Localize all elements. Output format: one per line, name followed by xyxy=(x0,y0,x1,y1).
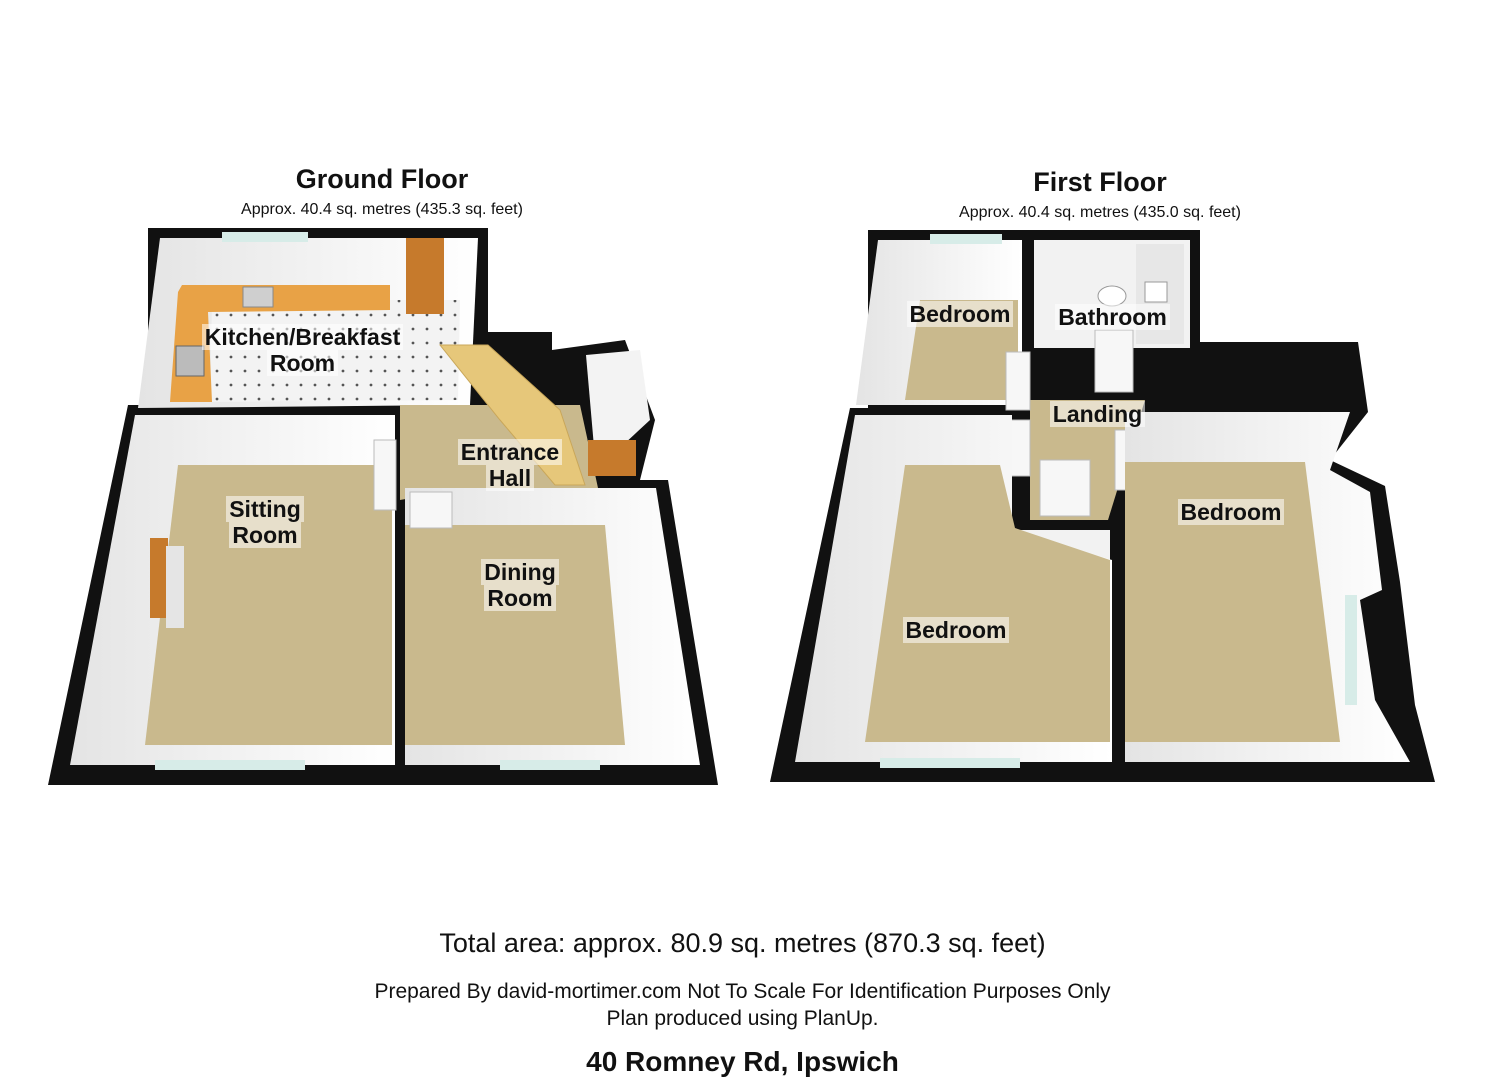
ground-floor-title: Ground Floor xyxy=(295,164,469,194)
sitting-room-window xyxy=(155,760,305,770)
dining-room-window xyxy=(500,760,600,770)
sitting-room-label: Sitting Room xyxy=(200,496,330,548)
dining-room-label: Dining Room xyxy=(455,559,585,611)
small-bedroom-label: Bedroom xyxy=(895,301,1025,327)
dining-room-label-line1: Dining xyxy=(481,559,559,585)
bathroom-label-text: Bathroom xyxy=(1055,304,1170,330)
ground-floor-plan xyxy=(48,228,718,785)
kitchen-label-line2: Room xyxy=(266,350,339,376)
prepared-by: Prepared By david-mortimer.com Not To Sc… xyxy=(374,980,1111,1003)
kitchen-window xyxy=(222,232,308,242)
entrance-hall-label: Entrance Hall xyxy=(440,439,580,491)
entrance-hall-label-line1: Entrance xyxy=(457,439,563,465)
first-floor-title: First Floor xyxy=(1033,167,1167,197)
front-door xyxy=(588,440,636,476)
landing-door-1 xyxy=(1005,351,1031,411)
kitchen-label-line1: Kitchen/Breakfast xyxy=(201,324,404,350)
landing-label: Landing xyxy=(1035,401,1160,427)
sitting-room-label-line2: Room xyxy=(229,522,301,548)
basin-icon xyxy=(1097,285,1127,307)
first-floor-area: Approx. 40.4 sq. metres (435.0 sq. feet) xyxy=(959,204,1241,221)
small-bedroom-label-text: Bedroom xyxy=(906,301,1014,327)
total-area: Total area: approx. 80.9 sq. metres (870… xyxy=(439,928,1046,958)
sitting-room-floor xyxy=(145,465,392,745)
left-bedroom-label: Bedroom xyxy=(890,617,1022,643)
hearth xyxy=(166,546,184,628)
dining-room-floor xyxy=(405,525,625,745)
sitting-room-label-line1: Sitting xyxy=(226,496,304,522)
hob-icon xyxy=(175,345,205,377)
fireplace xyxy=(150,538,168,618)
left-bedroom-label-text: Bedroom xyxy=(902,617,1010,643)
produced-using: Plan produced using PlanUp. xyxy=(606,1007,879,1030)
landing-label-text: Landing xyxy=(1049,401,1146,427)
right-bedroom-floor xyxy=(1125,462,1340,742)
dining-room-label-line2: Room xyxy=(484,585,556,611)
landing-door-3 xyxy=(1039,459,1091,517)
ground-floor-area: Approx. 40.4 sq. metres (435.3 sq. feet) xyxy=(241,201,523,218)
sink-icon xyxy=(242,286,274,308)
right-bedroom-window xyxy=(1345,595,1357,705)
toilet-icon xyxy=(1144,281,1168,303)
right-bedroom-label: Bedroom xyxy=(1165,499,1297,525)
sitting-room-door xyxy=(373,439,397,511)
kitchen-back-door xyxy=(406,238,444,314)
property-address: 40 Romney Rd, Ipswich xyxy=(586,1046,899,1077)
right-bedroom-label-text: Bedroom xyxy=(1177,499,1285,525)
dining-room-door xyxy=(409,491,453,529)
left-bedroom-floor xyxy=(865,465,1110,742)
small-bedroom-window xyxy=(930,234,1002,244)
bathroom-label: Bathroom xyxy=(1040,304,1185,330)
kitchen-label: Kitchen/Breakfast Room xyxy=(180,324,425,376)
kitchen-worktop xyxy=(170,285,390,402)
bathroom-door xyxy=(1094,329,1134,393)
left-bedroom-window xyxy=(880,758,1020,768)
entrance-hall-label-line2: Hall xyxy=(485,465,535,491)
